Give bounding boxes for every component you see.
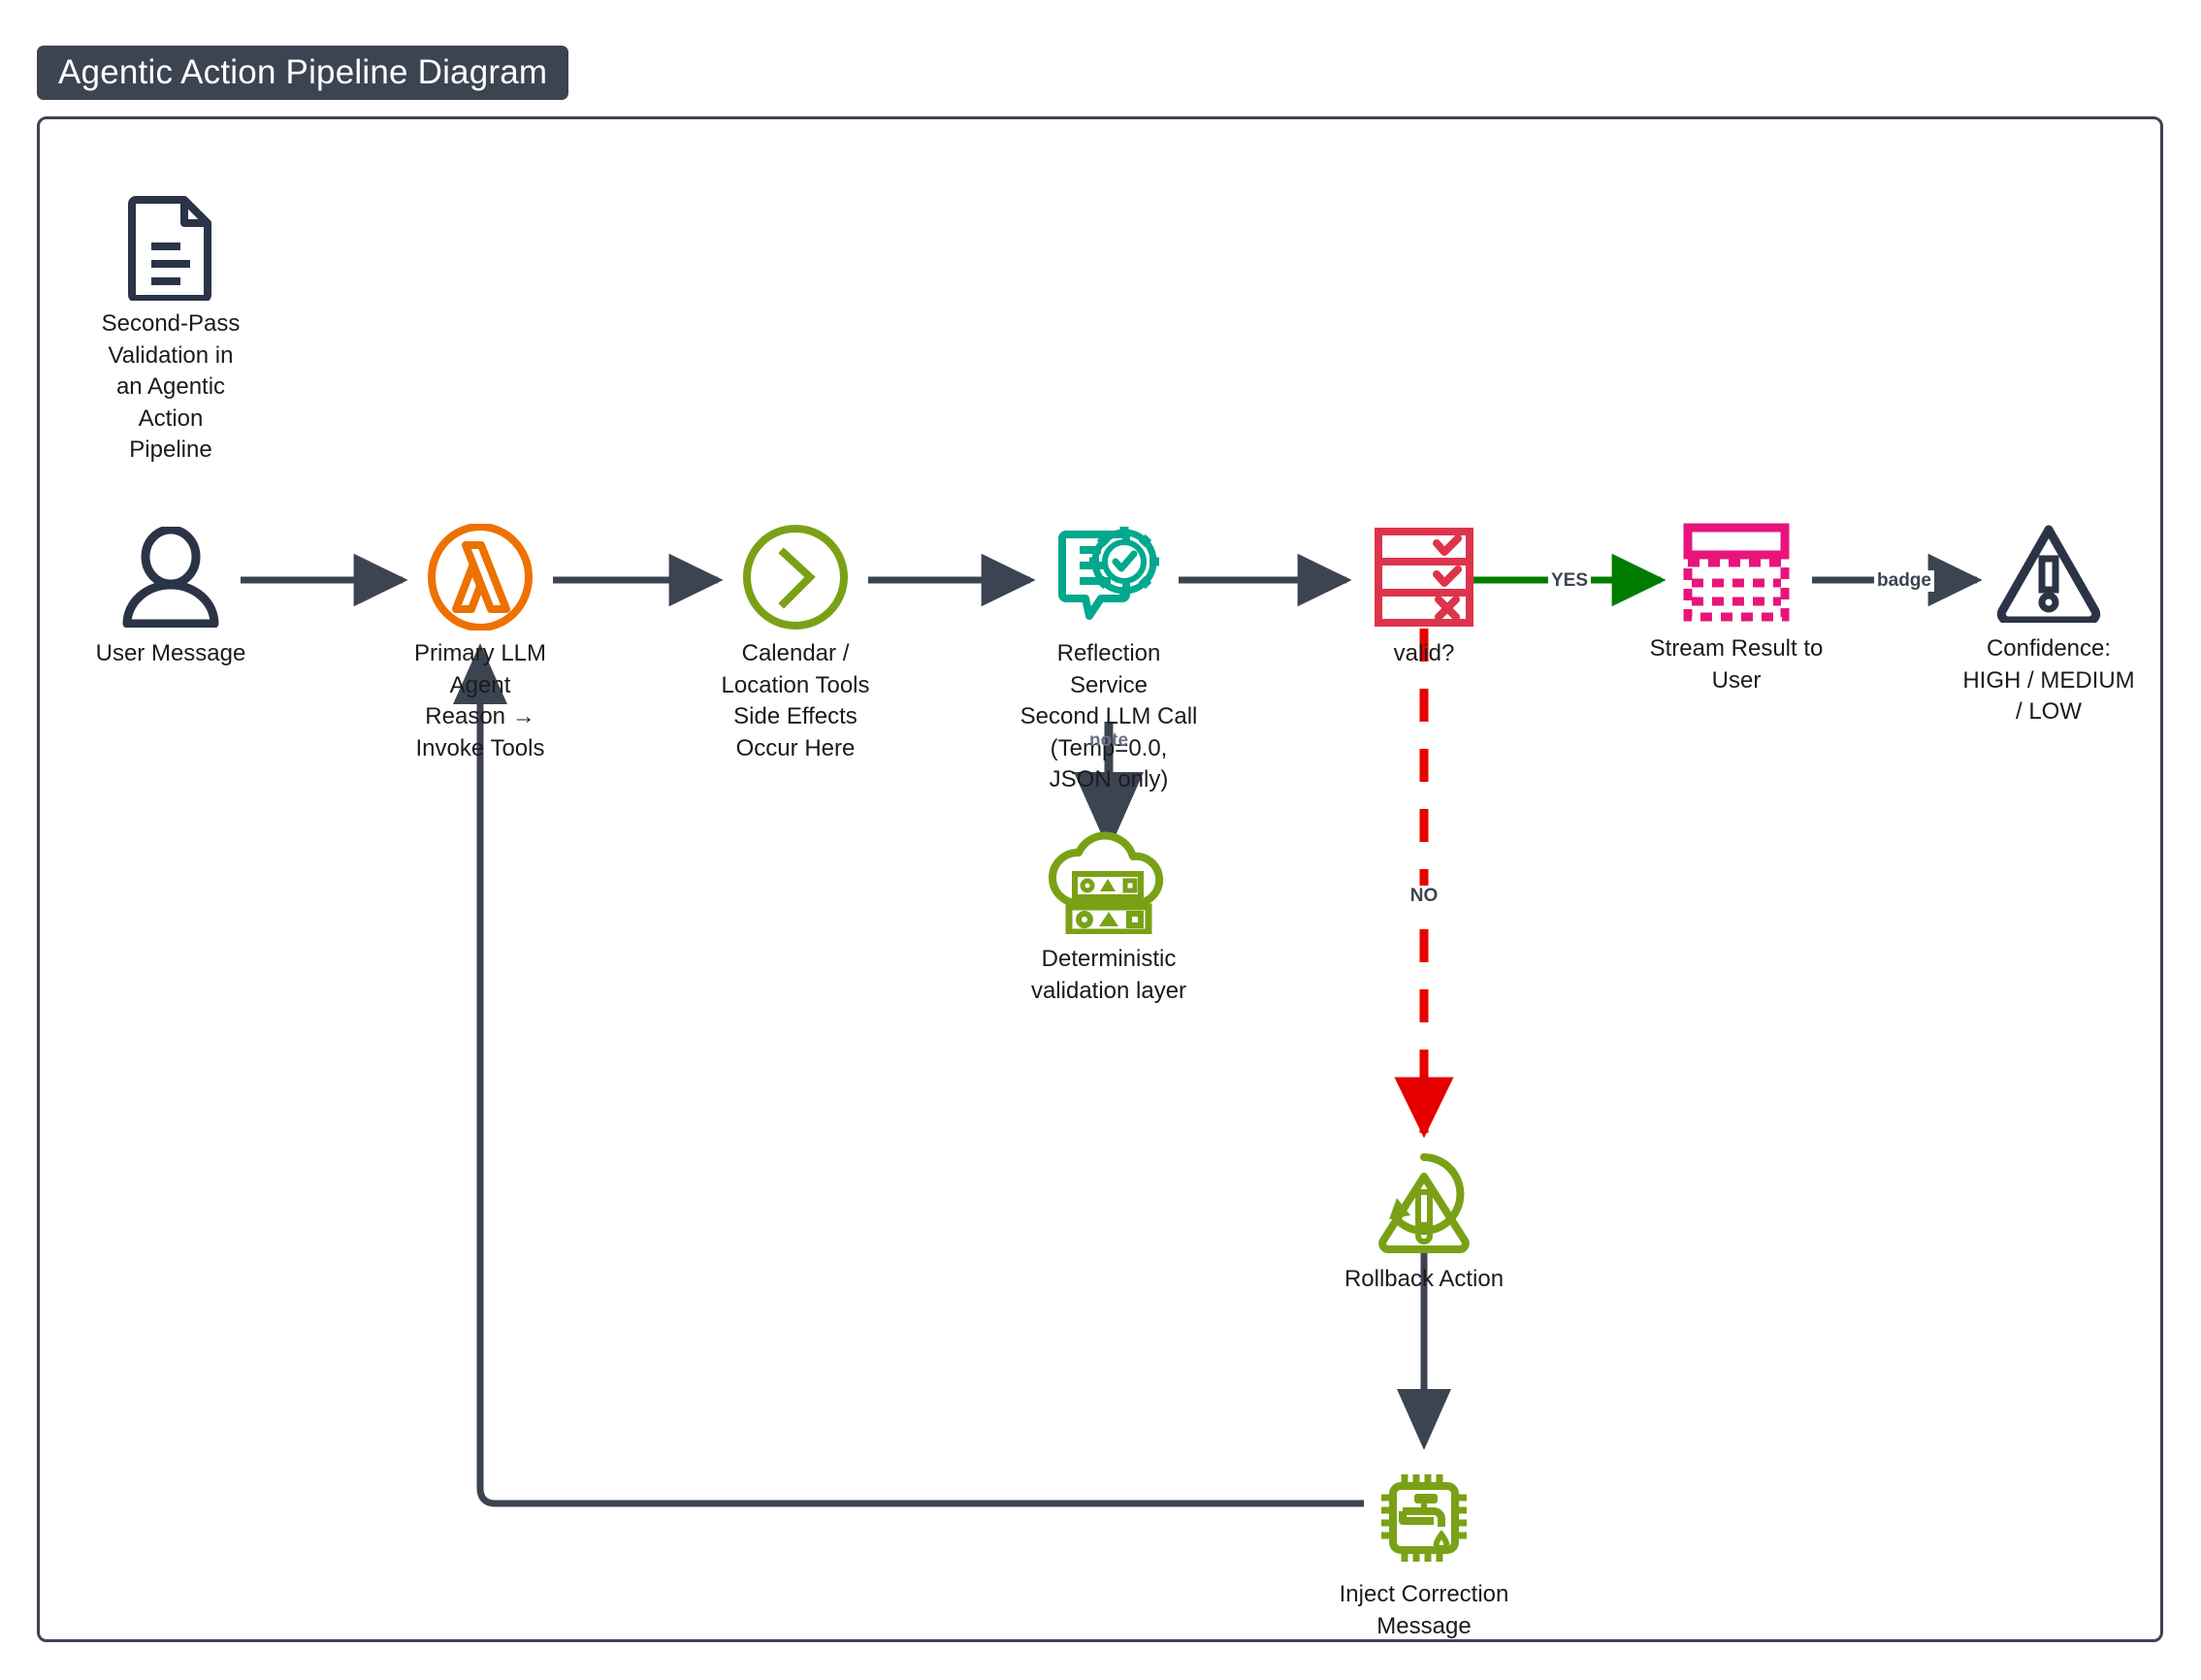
cloud-shapes-icon	[1048, 829, 1170, 936]
node-rollback-action[interactable]: Rollback Action	[1298, 1149, 1550, 1296]
node-label: Deterministic validation layer	[1030, 946, 1187, 1004]
edge-label-yes: YES	[1547, 570, 1592, 592]
diagram-title-bar: Agentic Action Pipeline Diagram	[37, 46, 569, 100]
node-label: valid?	[1393, 640, 1455, 666]
warning-triangle-icon	[1994, 519, 2103, 626]
lambda-icon	[427, 524, 534, 630]
node-label: Reflection Service Second LLM Call (Temp…	[1020, 640, 1198, 792]
node-user-message[interactable]: User Message	[45, 524, 297, 670]
rollback-warning-icon	[1368, 1149, 1480, 1256]
page-title: Agentic Action Pipeline Diagram	[58, 53, 548, 91]
node-label: Stream Result to User	[1649, 635, 1824, 694]
document-gear-check-icon	[1054, 524, 1163, 630]
user-icon	[119, 524, 222, 630]
node-inject-correction[interactable]: Inject Correction Message	[1298, 1465, 1550, 1642]
node-second-pass-doc[interactable]: Second-Pass Validation in an Agentic Act…	[45, 194, 297, 467]
table-stream-icon	[1678, 519, 1795, 626]
edge-label-no: NO	[1407, 886, 1441, 907]
node-label: Confidence: HIGH / MEDIUM / LOW	[1962, 635, 2135, 725]
document-icon	[126, 194, 215, 301]
node-reflection-service[interactable]: Reflection Service Second LLM Call (Temp…	[983, 524, 1235, 796]
node-label: Calendar / Location Tools Side Effects O…	[721, 640, 870, 761]
node-primary-llm-agent[interactable]: Primary LLM Agent Reason → Invoke Tools	[354, 524, 606, 764]
node-label: Inject Correction Message	[1339, 1581, 1509, 1639]
edge-label-badge: badge	[1874, 570, 1934, 592]
node-label: Primary LLM Agent Reason → Invoke Tools	[413, 640, 547, 761]
node-label: User Message	[95, 640, 246, 666]
node-stream-result[interactable]: Stream Result to User	[1610, 519, 1862, 696]
node-deterministic-validation[interactable]: Deterministic validation layer	[983, 829, 1235, 1007]
node-label: Rollback Action	[1343, 1266, 1505, 1292]
node-valid-decision[interactable]: valid?	[1298, 524, 1550, 670]
node-confidence[interactable]: Confidence: HIGH / MEDIUM / LOW	[1923, 519, 2175, 728]
edge-label-note: note	[1088, 730, 1129, 751]
chip-faucet-icon	[1372, 1465, 1476, 1571]
node-calendar-location-tools[interactable]: Calendar / Location Tools Side Effects O…	[669, 524, 922, 764]
chevron-circle-icon	[742, 524, 849, 630]
checklist-icon	[1371, 524, 1477, 630]
node-label: Second-Pass Validation in an Agentic Act…	[101, 310, 241, 463]
